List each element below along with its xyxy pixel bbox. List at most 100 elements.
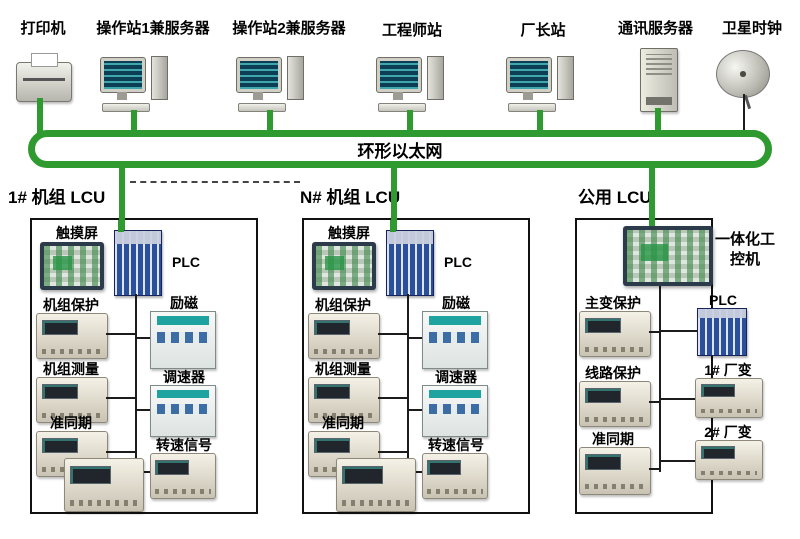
lcu3-plc-label: PLC bbox=[709, 292, 737, 308]
lcu3-stub-line bbox=[649, 401, 659, 403]
lcu3-plant-transformer-1-label: 1# 厂变 bbox=[704, 362, 752, 378]
printer-label: 打印机 bbox=[20, 20, 66, 37]
workstation-2-icon bbox=[236, 54, 304, 112]
lcu2-governor-label: 调速器 bbox=[435, 369, 477, 385]
lcu3-stub-line bbox=[649, 468, 659, 470]
monitor-icon bbox=[376, 57, 422, 100]
lcu2-speed-signal-label: 转速信号 bbox=[428, 437, 484, 453]
printer-drop-line bbox=[37, 98, 43, 136]
comm-server-icon bbox=[640, 48, 678, 112]
lcu3-ipc-label: 一体化工控机 bbox=[715, 231, 776, 268]
lcu1-speed-signal-label: 转速信号 bbox=[156, 437, 212, 453]
ws4-drop-line bbox=[537, 110, 543, 136]
relay-device-icon bbox=[422, 453, 488, 499]
lcu2-trunk-line bbox=[407, 294, 409, 476]
monitor-icon bbox=[100, 57, 146, 100]
lcu3-stub-line bbox=[661, 330, 697, 332]
lcu2-sync-label: 准同期 bbox=[322, 415, 364, 431]
lcu3-stub-line bbox=[661, 398, 695, 400]
lcu2-unit-protection-label: 机组保护 bbox=[315, 297, 371, 313]
operator-station-1-label: 操作站1兼服务器 bbox=[96, 20, 210, 37]
lcu1-plc-label: PLC bbox=[172, 254, 200, 270]
ws2-drop-line bbox=[267, 110, 273, 136]
lcu1-touchscreen-label: 触摸屏 bbox=[56, 225, 98, 241]
workstation-3-icon bbox=[376, 54, 444, 112]
lcu3-stub-line bbox=[649, 331, 659, 333]
lcu1-stub-line bbox=[106, 451, 135, 453]
lcu1-stub-line bbox=[106, 397, 135, 399]
lcu1-title: 1# 机组 LCU bbox=[8, 188, 106, 207]
lcu1-trunk-line bbox=[135, 294, 137, 476]
lcu3-line-protection-label: 线路保护 bbox=[585, 365, 641, 381]
ethernet-ring: 环形以太网 bbox=[28, 130, 772, 168]
lcu1-drop-line bbox=[119, 162, 125, 230]
plc-module-icon bbox=[697, 308, 747, 356]
plc-module-icon bbox=[386, 230, 434, 296]
lcu2-box: 触摸屏 PLC 机组保护 机组测量 准同期 励磁 调速器 转速信号 bbox=[302, 218, 530, 514]
lcu2-title: N# 机组 LCU bbox=[300, 188, 401, 207]
printer-icon bbox=[16, 53, 72, 102]
lcu2-touchscreen-label: 触摸屏 bbox=[328, 225, 370, 241]
cabinet-device-icon bbox=[422, 311, 488, 369]
lcu3-main-transformer-protection-label: 主变保护 bbox=[585, 295, 641, 311]
lcu2-stub-line bbox=[378, 333, 407, 335]
server-drop-line bbox=[655, 108, 661, 136]
cabinet-device-icon bbox=[150, 311, 216, 369]
workstation-4-icon bbox=[506, 54, 574, 112]
monitor-icon bbox=[236, 57, 282, 100]
engineer-station-label: 工程师站 bbox=[381, 22, 442, 39]
lcu3-drop-line bbox=[649, 162, 655, 226]
lcu2-excitation-label: 励磁 bbox=[442, 295, 470, 311]
lcu1-unit-protection-label: 机组保护 bbox=[43, 297, 99, 313]
lcu2-stub-line bbox=[409, 409, 422, 411]
lcu3-stub-line bbox=[661, 460, 695, 462]
continuation-dashed-line bbox=[130, 181, 300, 183]
lcu3-plant-transformer-2-label: 2# 厂变 bbox=[704, 424, 752, 440]
relay-device-icon bbox=[579, 381, 651, 427]
relay-device-icon bbox=[36, 313, 108, 359]
lcu3-sync-label: 准同期 bbox=[592, 431, 634, 447]
lcu2-stub-line bbox=[378, 397, 407, 399]
comm-server-label: 通讯服务器 bbox=[617, 20, 693, 37]
ws3-drop-line bbox=[407, 110, 413, 136]
satellite-clock-label: 卫星时钟 bbox=[721, 20, 782, 37]
relay-device-icon bbox=[64, 458, 144, 512]
lcu2-plc-label: PLC bbox=[444, 254, 472, 270]
relay-device-icon bbox=[579, 311, 651, 357]
lcu1-excitation-label: 励磁 bbox=[170, 295, 198, 311]
relay-device-icon bbox=[36, 377, 108, 423]
relay-device-icon bbox=[308, 377, 380, 423]
touchscreen-icon bbox=[40, 242, 104, 290]
relay-device-icon bbox=[336, 458, 416, 512]
relay-device-icon bbox=[695, 440, 763, 480]
relay-device-icon bbox=[695, 378, 763, 418]
lcu1-stub-line bbox=[137, 409, 150, 411]
satellite-drop-line bbox=[743, 94, 745, 134]
relay-device-icon bbox=[150, 453, 216, 499]
relay-device-icon bbox=[308, 313, 380, 359]
lcu2-drop-line bbox=[391, 162, 397, 230]
lcu3-title: 公用 LCU bbox=[578, 188, 652, 207]
cabinet-device-icon bbox=[150, 385, 216, 437]
cabinet-device-icon bbox=[422, 385, 488, 437]
plc-module-icon bbox=[114, 230, 162, 296]
lcu3-trunk-line bbox=[659, 286, 661, 472]
lcu3-area: 一体化工控机 主变保护 线路保护 准同期 PLC 1# 厂变 2# 厂变 bbox=[575, 218, 785, 518]
monitor-icon bbox=[506, 57, 552, 100]
lcu1-stub-line bbox=[137, 337, 150, 339]
satellite-dish-icon bbox=[716, 50, 770, 98]
lcu1-stub-line bbox=[106, 333, 135, 335]
industrial-pc-screen-icon bbox=[623, 226, 713, 286]
ethernet-ring-label: 环形以太网 bbox=[357, 141, 443, 161]
lcu1-governor-label: 调速器 bbox=[163, 369, 205, 385]
lcu2-stub-line bbox=[409, 337, 422, 339]
workstation-1-icon bbox=[100, 54, 168, 112]
lcu1-unit-measure-label: 机组测量 bbox=[43, 361, 99, 377]
ws1-drop-line bbox=[131, 110, 137, 136]
relay-device-icon bbox=[579, 447, 651, 495]
lcu1-sync-label: 准同期 bbox=[50, 415, 92, 431]
manager-station-label: 厂长站 bbox=[520, 22, 566, 39]
lcu2-stub-line bbox=[378, 451, 407, 453]
operator-station-2-label: 操作站2兼服务器 bbox=[232, 20, 346, 37]
